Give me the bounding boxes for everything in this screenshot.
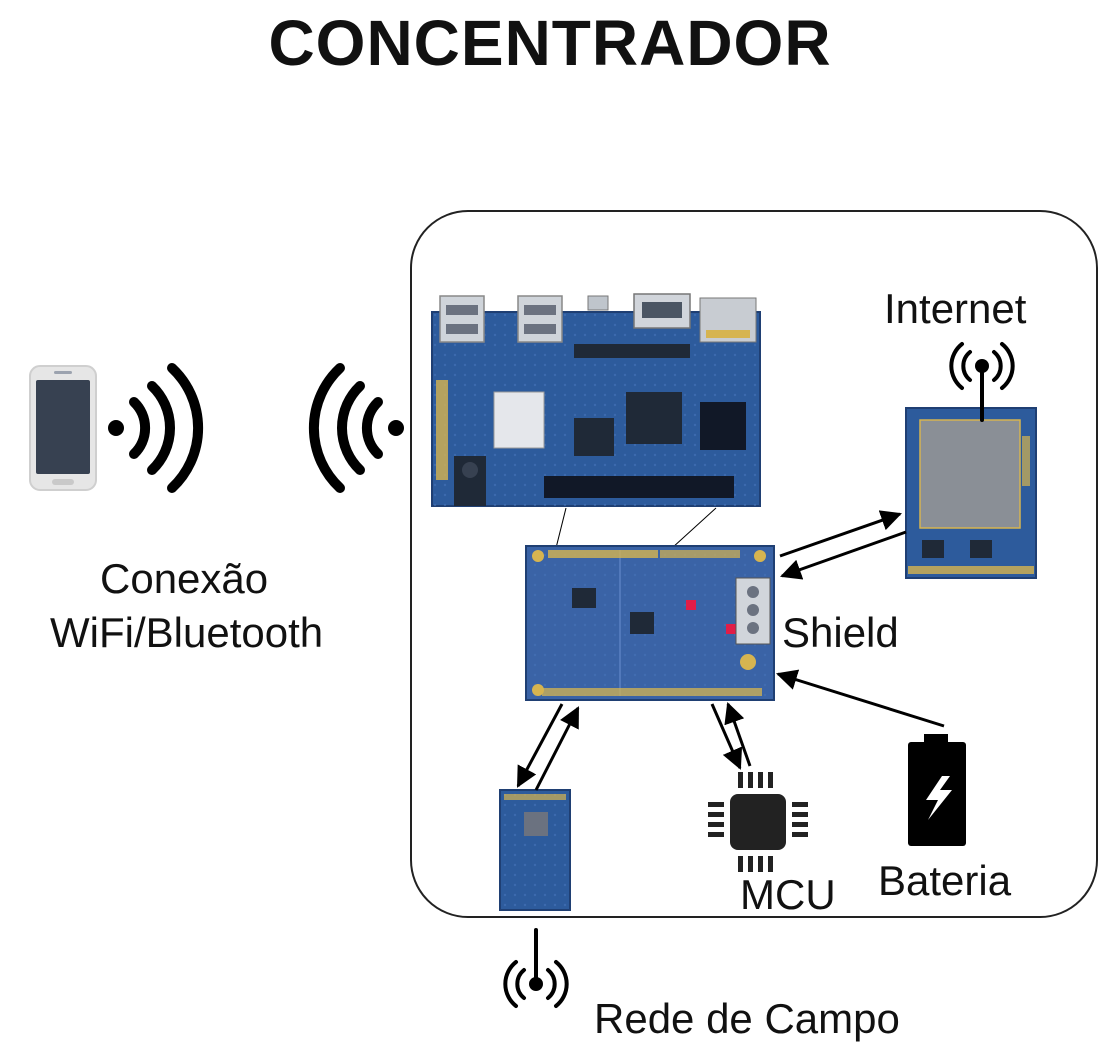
wifi-waves-icon	[308, 363, 404, 493]
battery-icon	[908, 734, 966, 846]
battery-label: Bateria	[878, 857, 1012, 904]
connection-label-line1: Conexão	[100, 555, 269, 602]
antenna-icon	[503, 928, 569, 1008]
internet-module-image	[905, 407, 1037, 579]
diagram-title: CONCENTRADOR	[268, 7, 832, 79]
connection-label-line2: WiFi/Bluetooth	[50, 609, 324, 656]
concentrator-container	[410, 210, 1098, 918]
main-board-image	[431, 293, 761, 507]
mcu-label: MCU	[740, 871, 836, 918]
rf-module-image	[499, 789, 571, 911]
field-network-label: Rede de Campo	[594, 995, 900, 1042]
internet-label: Internet	[884, 285, 1027, 332]
antenna-icon	[949, 342, 1015, 422]
microcontroller-chip-icon	[708, 772, 808, 872]
smartphone-icon	[29, 365, 97, 491]
wifi-waves-icon	[108, 363, 204, 493]
shield-label: Shield	[782, 609, 899, 656]
shield-board-image	[525, 545, 775, 701]
